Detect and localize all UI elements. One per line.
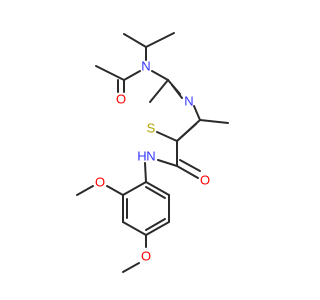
- bond: [144, 162, 147, 183]
- atom-label-hydrogen: H: [137, 149, 146, 164]
- bond: [145, 221, 170, 236]
- bond: [199, 119, 229, 124]
- molecule-canvas: O N N S O H N O O: [76, 32, 229, 273]
- bond: [151, 70, 169, 81]
- bond: [145, 186, 166, 199]
- bond: [193, 105, 201, 121]
- bond: [106, 185, 124, 196]
- atom-label-oxygen: O: [141, 249, 151, 264]
- bond: [156, 131, 178, 142]
- bond: [76, 185, 94, 196]
- atom-label-nitrogen: N: [184, 94, 193, 109]
- bond: [176, 123, 197, 142]
- atom-label-oxygen: O: [95, 175, 105, 190]
- bond: [157, 159, 178, 167]
- bond: [149, 79, 169, 103]
- bond: [95, 65, 125, 81]
- bond: [171, 84, 183, 99]
- atom-label-oxygen: O: [116, 92, 126, 107]
- atom-label-layer: O N N S O H N O O: [95, 59, 210, 264]
- atom-label-sulfur: S: [147, 121, 156, 136]
- atom-label-oxygen: O: [200, 173, 210, 188]
- atom-label-nitrogen: N: [141, 59, 150, 74]
- bond: [122, 181, 147, 196]
- bond: [145, 218, 166, 231]
- bond: [179, 159, 201, 172]
- bond: [123, 70, 141, 81]
- bond: [122, 221, 147, 236]
- bond: [122, 262, 140, 273]
- bond: [145, 181, 170, 196]
- bond-layer: [76, 32, 229, 273]
- atom-label-nitrogen: N: [146, 149, 155, 164]
- bond: [176, 165, 199, 179]
- structure-diagram: O N N S O H N O O: [76, 32, 229, 273]
- bond: [123, 33, 147, 48]
- bond: [145, 32, 175, 48]
